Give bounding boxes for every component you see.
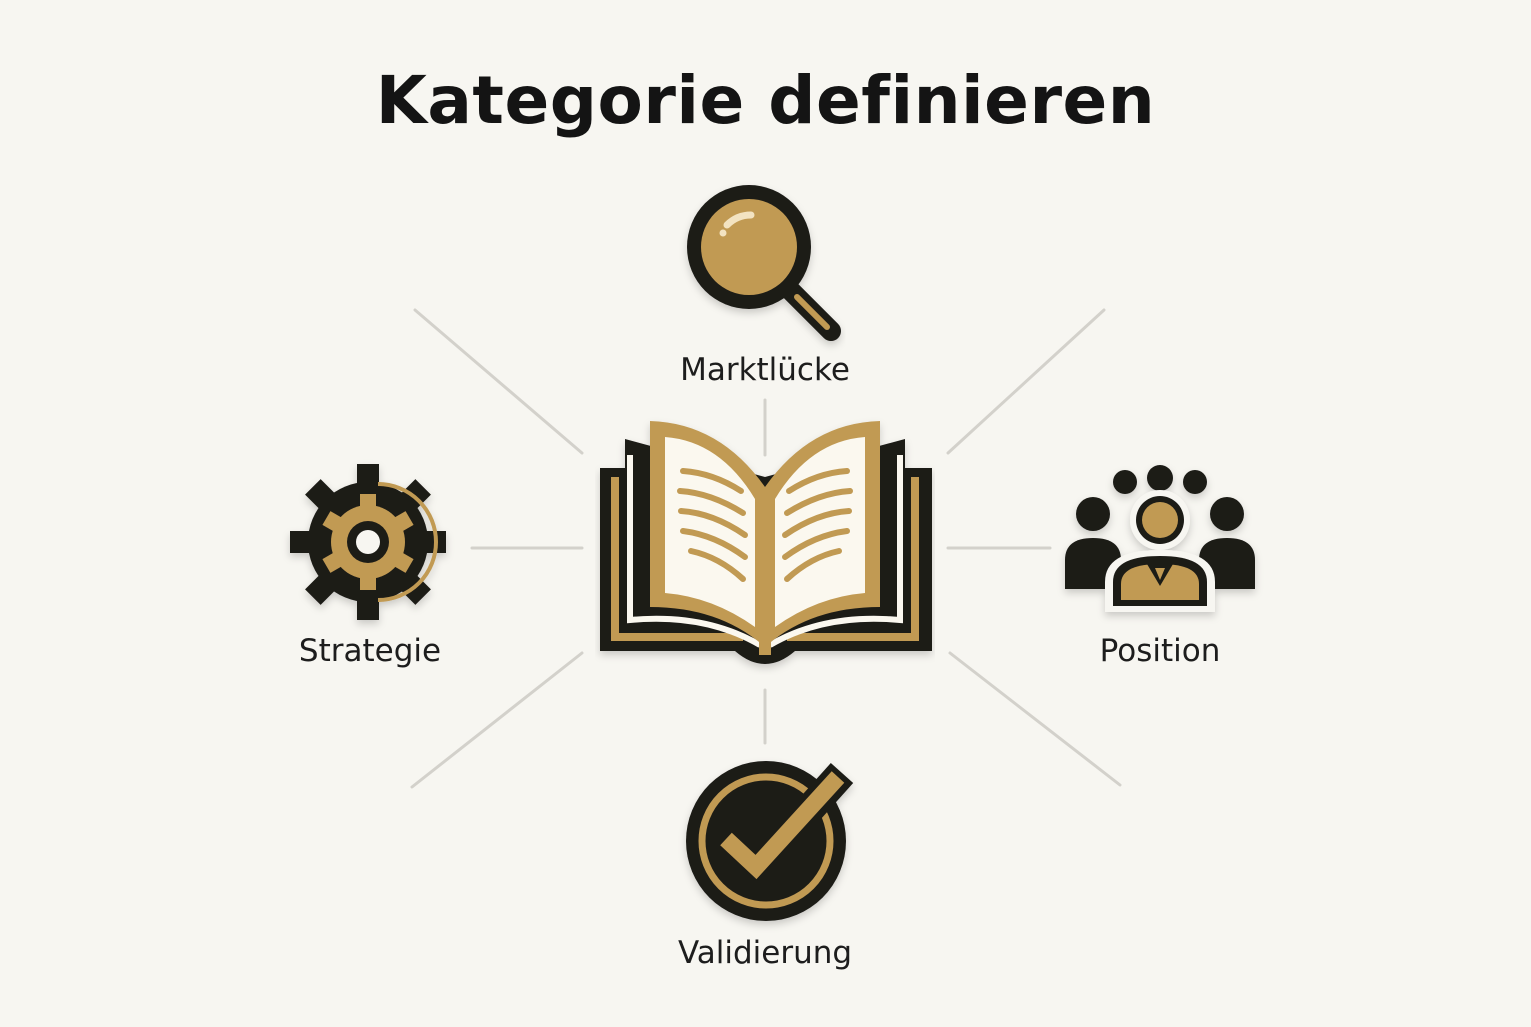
checkmark-circle-icon	[686, 761, 854, 921]
page-title: Kategorie definieren	[375, 62, 1156, 139]
gear-icon	[290, 464, 446, 620]
node-label-position: Position	[1099, 633, 1221, 669]
connector-lower-right	[948, 651, 1122, 787]
node-position: Position	[1040, 460, 1280, 675]
open-book-icon	[600, 421, 932, 664]
connector-upper-right	[946, 308, 1106, 455]
node-validierung: Validierung	[615, 755, 915, 980]
node-label-strategie: Strategie	[298, 633, 442, 669]
node-label-validierung: Validierung	[677, 935, 853, 971]
connector-lower-left	[410, 651, 584, 789]
node-marktluecke: Marktlücke	[615, 185, 915, 395]
node-label-marktluecke: Marktlücke	[680, 352, 850, 388]
node-strategie: Strategie	[250, 460, 490, 675]
people-group-icon	[1065, 465, 1255, 612]
connector-upper-left	[413, 308, 584, 455]
magnifying-glass-icon	[687, 185, 841, 341]
